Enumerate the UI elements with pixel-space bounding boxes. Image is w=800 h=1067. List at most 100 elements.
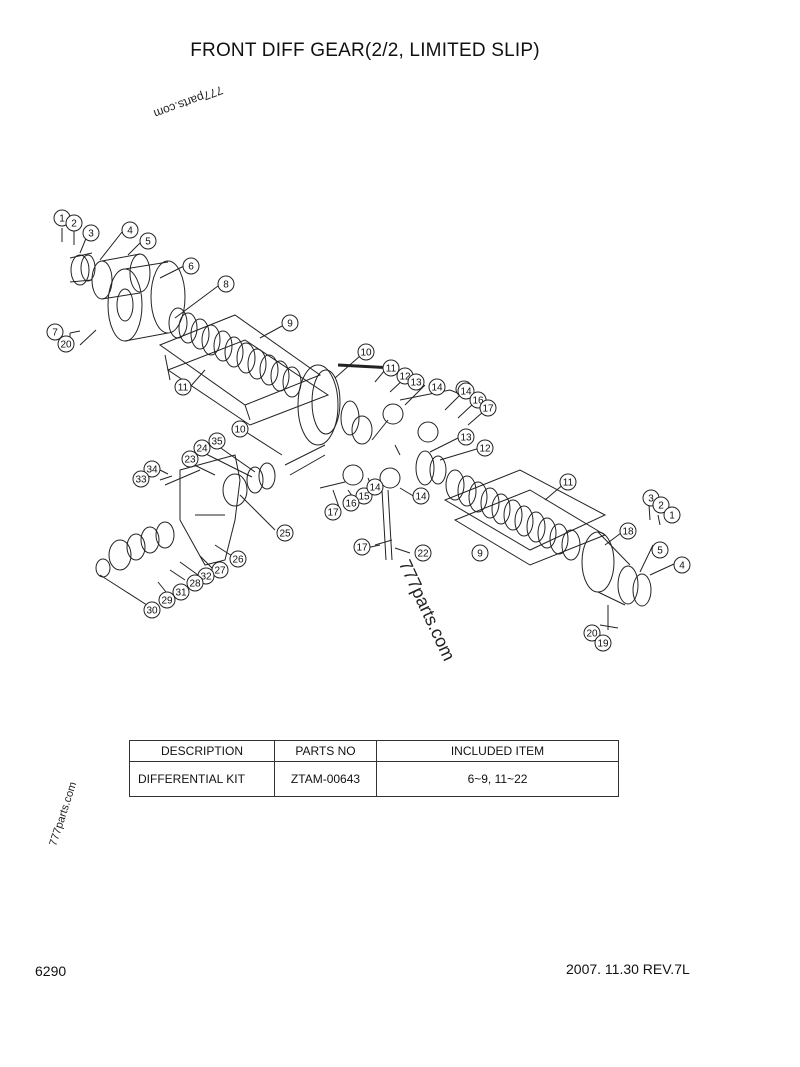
callout-label: 32 — [200, 572, 212, 583]
callout-circle — [594, 634, 612, 652]
callout-label: 16 — [345, 499, 357, 510]
callout-circle — [46, 323, 64, 341]
callout-11: 11 — [559, 473, 577, 491]
callout-circle — [366, 478, 384, 496]
callout-circle — [355, 487, 373, 505]
column-header-description: DESCRIPTION — [129, 740, 275, 762]
callout-circle — [342, 494, 360, 512]
callout-circle — [583, 624, 601, 642]
callout-label: 2 — [71, 219, 77, 230]
callout-14: 14 — [366, 478, 384, 496]
callout-circle — [193, 439, 211, 457]
callout-label: 20 — [586, 629, 598, 640]
callout-10: 10 — [357, 343, 375, 361]
callout-label: 10 — [360, 348, 372, 359]
callout-circle — [353, 538, 371, 556]
callout-label: 17 — [327, 508, 339, 519]
callout-label: 17 — [482, 404, 494, 415]
part-callouts: 1234568972011101112131421141617103524233… — [46, 209, 691, 652]
callout-label: 12 — [479, 444, 491, 455]
callout-label: 25 — [279, 529, 291, 540]
callout-label: 17 — [356, 543, 368, 554]
revision-date: 2007. 11.30 REV.7L — [566, 961, 690, 977]
callout-label: 1 — [59, 214, 65, 225]
callout-label: 28 — [189, 579, 201, 590]
callout-circle — [181, 450, 199, 468]
callout-3: 3 — [82, 224, 100, 242]
callout-label: 27 — [214, 566, 226, 577]
callout-label: 18 — [622, 527, 634, 538]
callout-label: 35 — [211, 437, 223, 448]
callout-22: 22 — [414, 544, 432, 562]
callout-1: 1 — [663, 506, 681, 524]
callout-circle — [208, 432, 226, 450]
callout-label: 11 — [563, 478, 574, 489]
callout-4: 4 — [673, 556, 691, 574]
callout-circle — [619, 522, 637, 540]
callout-29: 29 — [158, 591, 176, 609]
callout-20: 20 — [57, 335, 75, 353]
callout-11: 11 — [382, 359, 400, 377]
callout-circle — [217, 275, 235, 293]
callout-circle — [652, 496, 670, 514]
callout-circle — [663, 506, 681, 524]
column-header-parts-no: PARTS NO — [274, 740, 377, 762]
callout-14: 14 — [428, 378, 446, 396]
callout-label: 20 — [60, 340, 72, 351]
callout-18: 18 — [619, 522, 637, 540]
callout-circle — [382, 359, 400, 377]
callout-label: 22 — [417, 549, 429, 560]
callout-2: 2 — [65, 214, 83, 232]
group-outline-9-left — [158, 314, 322, 421]
callout-circle — [471, 544, 489, 562]
callout-circle — [412, 487, 430, 505]
callout-label: 5 — [657, 546, 663, 557]
ring-gear — [297, 364, 339, 446]
callout-label: 14 — [460, 387, 472, 398]
callout-circle — [158, 591, 176, 609]
callout-circle — [65, 214, 83, 232]
callout-7: 7 — [46, 323, 64, 341]
callout-circle — [428, 378, 446, 396]
callout-label: 33 — [135, 475, 147, 486]
callout-30: 30 — [143, 601, 161, 619]
callout-15: 15 — [355, 487, 373, 505]
callout-circle — [132, 470, 150, 488]
callout-31: 31 — [172, 583, 190, 601]
callout-label: 9 — [287, 319, 293, 330]
pinion-shaft — [284, 444, 326, 476]
watermark: 777parts.com — [151, 82, 225, 122]
callout-20: 20 — [583, 624, 601, 642]
callout-circle — [229, 550, 247, 568]
callout-12: 12 — [476, 439, 494, 457]
callout-label: 30 — [146, 606, 158, 617]
callout-17: 17 — [353, 538, 371, 556]
callout-26: 26 — [229, 550, 247, 568]
callout-circle — [172, 583, 190, 601]
parts-table: DESCRIPTION PARTS NO INCLUDED ITEM DIFFE… — [129, 740, 619, 797]
callout-label: 8 — [223, 280, 229, 291]
callout-14: 14 — [412, 487, 430, 505]
callout-label: 10 — [234, 425, 246, 436]
callout-label: 6 — [188, 262, 194, 273]
callout-circle — [82, 224, 100, 242]
callout-label: 9 — [477, 549, 483, 560]
callout-label: 26 — [232, 555, 244, 566]
callout-circle — [281, 314, 299, 332]
callout-5: 5 — [651, 541, 669, 559]
parts-artwork — [61, 226, 675, 630]
column-header-included-item: INCLUDED ITEM — [376, 740, 619, 762]
cell-parts-no: ZTAM-00643 — [274, 761, 377, 797]
callout-circle — [476, 439, 494, 457]
callout-8: 8 — [217, 275, 235, 293]
callout-circle — [186, 574, 204, 592]
callout-label: 4 — [679, 561, 685, 572]
callout-circle — [457, 382, 475, 400]
callout-label: 24 — [196, 444, 208, 455]
callout-28: 28 — [186, 574, 204, 592]
callout-9: 9 — [471, 544, 489, 562]
cell-included-item: 6~9, 11~22 — [376, 761, 619, 797]
callout-2: 2 — [652, 496, 670, 514]
callout-label: 12 — [399, 372, 411, 383]
callout-24: 24 — [193, 439, 211, 457]
